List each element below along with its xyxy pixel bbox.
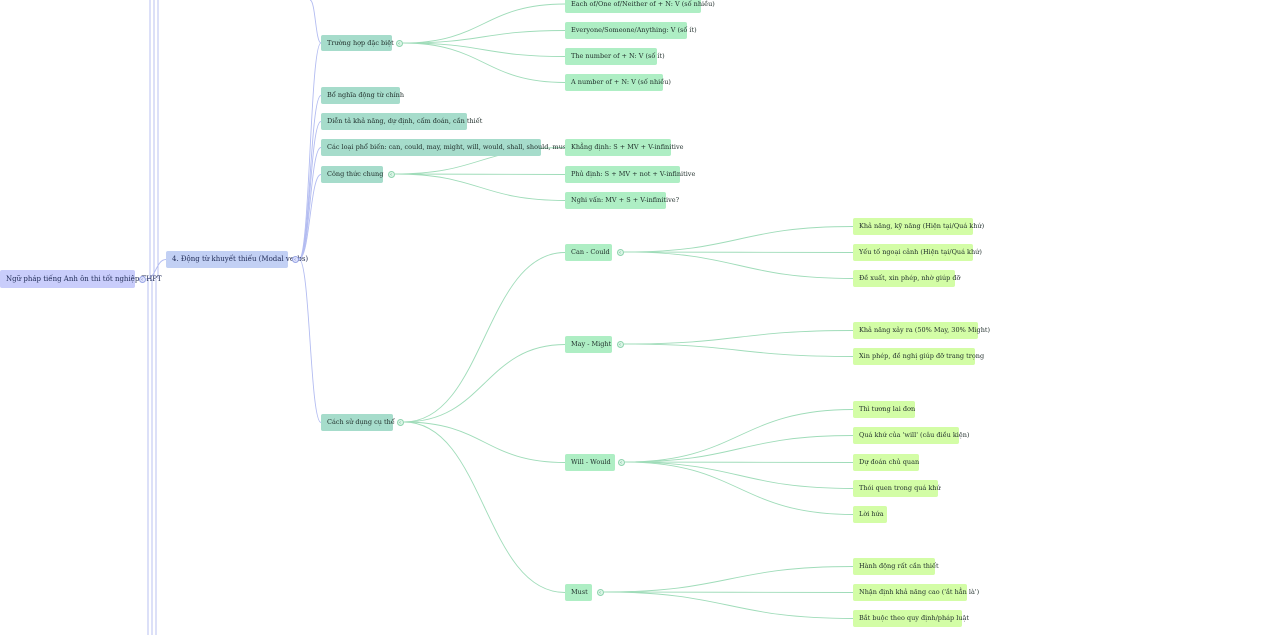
- link-will-w2: [624, 435, 854, 463]
- node-will-promise[interactable]: Lời hứa: [853, 506, 887, 523]
- link-will-w5: [624, 461, 854, 515]
- link-usage-may: [403, 344, 566, 423]
- link-usage-can: [403, 252, 566, 423]
- chevron-collapse-icon[interactable]: ‹: [616, 340, 624, 348]
- link-may-m2: [623, 343, 854, 357]
- link-formula-f2: [394, 173, 566, 175]
- node-interrogative[interactable]: Nghi vấn: MV + S + V-infinitive?: [565, 192, 679, 209]
- link-must-u3: [603, 591, 854, 619]
- link-modal-usage: [298, 258, 322, 423]
- root-node[interactable]: Ngữ pháp tiếng Anh ôn thi tốt nghiệp THP…: [0, 270, 162, 288]
- node-can-request[interactable]: Đề xuất, xin phép, nhờ giúp đỡ: [853, 270, 960, 287]
- node-must-deduction[interactable]: Nhận định khả năng cao ('ắt hẳn là'): [853, 584, 979, 601]
- node-the-number-of[interactable]: The number of + N: V (số ít): [565, 48, 665, 65]
- node-modify-main-verb[interactable]: Bổ nghĩa động từ chính: [321, 87, 404, 104]
- node-special-cases[interactable]: Trường hợp đặc biệt: [321, 35, 394, 51]
- link-can-c2: [623, 251, 854, 253]
- branch-modal-verbs[interactable]: 4. Động từ khuyết thiếu (Modal verbs): [166, 251, 308, 268]
- chevron-collapse-icon[interactable]: ‹: [596, 588, 604, 596]
- chevron-collapse-icon[interactable]: ‹: [138, 275, 146, 283]
- link-modal-special: [309, 0, 322, 44]
- node-specific-usage[interactable]: Cách sử dụng cụ thể: [321, 414, 395, 431]
- node-each-of[interactable]: Each of/One of/Neither of + N: V (số nhi…: [565, 0, 715, 13]
- chevron-collapse-icon[interactable]: ‹: [291, 255, 299, 263]
- node-will-would[interactable]: Will - Would: [565, 454, 615, 471]
- node-will-future[interactable]: Thì tương lai đơn: [853, 401, 915, 418]
- link-special-s1: [402, 3, 566, 44]
- link-must-u1: [603, 566, 854, 593]
- node-must[interactable]: Must: [565, 584, 592, 601]
- node-a-number-of[interactable]: A number of + N: V (số nhiều): [565, 74, 671, 91]
- node-can-could[interactable]: Can - Could: [565, 244, 612, 261]
- node-may-might[interactable]: May - Might: [565, 336, 612, 353]
- node-negative[interactable]: Phủ định: S + MV + not + V-infinitive: [565, 166, 695, 183]
- link-can-c1: [623, 226, 854, 253]
- node-everyone[interactable]: Everyone/Someone/Anything: V (số ít): [565, 22, 697, 39]
- chevron-collapse-icon[interactable]: ‹: [387, 170, 395, 178]
- node-will-habit[interactable]: Thói quen trong quá khứ: [853, 480, 941, 497]
- link-modal-g3: [298, 147, 322, 260]
- node-can-external[interactable]: Yếu tố ngoại cảnh (Hiện tại/Quá khứ): [853, 244, 982, 261]
- link-formula-f3: [394, 173, 566, 201]
- link-modal-g1: [298, 95, 322, 260]
- link-special-s2: [402, 30, 566, 44]
- node-may-permission[interactable]: Xin phép, đề nghị giúp đỡ trang trọng: [853, 348, 984, 365]
- link-must-u2: [603, 591, 854, 593]
- node-common-types[interactable]: Các loại phổ biến: can, could, may, migh…: [321, 139, 569, 156]
- node-can-ability[interactable]: Khả năng, kỹ năng (Hiện tại/Quá khứ): [853, 218, 984, 235]
- chevron-collapse-icon[interactable]: ‹: [616, 248, 624, 256]
- node-must-obligation[interactable]: Bắt buộc theo quy định/pháp luật: [853, 610, 969, 627]
- chevron-collapse-icon[interactable]: ‹: [395, 39, 403, 47]
- chevron-collapse-icon[interactable]: ‹: [396, 418, 404, 426]
- link-may-m1: [623, 330, 854, 345]
- link-can-c3: [623, 251, 854, 279]
- link-modal-g2: [298, 121, 322, 260]
- link-will-w4: [624, 461, 854, 489]
- node-affirmative[interactable]: Khẳng định: S + MV + V-infinitive: [565, 139, 684, 156]
- link-will-w3: [624, 461, 854, 463]
- chevron-collapse-icon[interactable]: ‹: [617, 458, 625, 466]
- link-modal-formula: [298, 174, 322, 260]
- node-must-necessary[interactable]: Hành động rất cần thiết: [853, 558, 939, 575]
- link-will-w1: [624, 409, 854, 463]
- link-special-s4: [402, 42, 566, 83]
- link-usage-will: [403, 421, 566, 463]
- link-modal-special: [298, 42, 322, 260]
- node-express-ability[interactable]: Diễn tả khả năng, dự định, cấm đoán, cần…: [321, 113, 482, 130]
- link-usage-must: [403, 421, 566, 593]
- node-will-prediction[interactable]: Dự đoán chủ quan: [853, 454, 919, 471]
- node-will-past[interactable]: Quá khứ của 'will' (câu điều kiện): [853, 427, 969, 444]
- node-general-formula[interactable]: Công thức chung: [321, 166, 383, 183]
- link-special-s3: [402, 42, 566, 57]
- node-may-possibility[interactable]: Khả năng xảy ra (50% May, 30% Might): [853, 322, 990, 339]
